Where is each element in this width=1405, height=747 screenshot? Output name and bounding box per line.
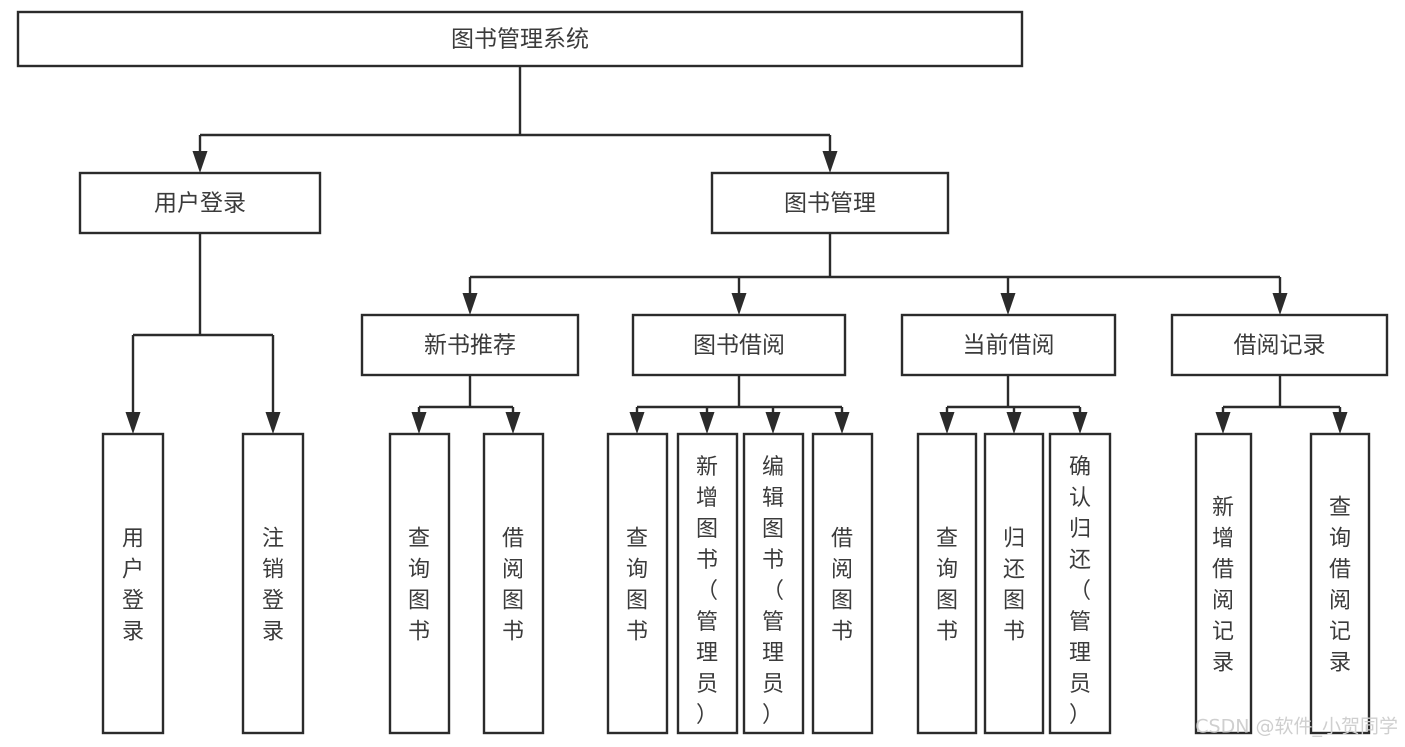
watermark-layer: CSDN @软件_小贺同学 — [1195, 716, 1398, 738]
arrow-head-icon — [411, 412, 427, 434]
node-leaf-user-login[interactable]: 用户登录 — [101, 432, 165, 735]
edges-recommend-to-leaves — [411, 375, 521, 434]
arrow-head-icon — [1332, 412, 1348, 434]
node-label: 借阅图书 — [502, 527, 524, 645]
node-box[interactable] — [101, 432, 165, 735]
arrow-head-icon — [462, 293, 478, 315]
node-label: 新增借阅记录 — [1212, 496, 1234, 676]
node-leaf-edit-book[interactable]: 编辑图书（管理员） — [742, 432, 805, 735]
node-box[interactable] — [811, 432, 874, 735]
node-leaf-query-book-2[interactable]: 查询图书 — [606, 432, 669, 735]
node-leaf-query-book-1[interactable]: 查询图书 — [388, 432, 451, 735]
node-box[interactable] — [710, 171, 950, 235]
node-label: 用户登录 — [122, 527, 144, 645]
node-book-borrow[interactable]: 图书借阅 — [631, 313, 847, 377]
node-box[interactable] — [388, 432, 451, 735]
arrow-head-icon — [265, 412, 281, 434]
node-label: 图书管理系统 — [451, 27, 589, 53]
node-new-book-recommend[interactable]: 新书推荐 — [360, 313, 580, 377]
node-label: 新书推荐 — [424, 333, 516, 359]
node-label: 借阅图书 — [831, 527, 853, 645]
node-box[interactable] — [916, 432, 978, 735]
arrow-head-icon — [1000, 293, 1016, 315]
node-box[interactable] — [1194, 432, 1253, 735]
edges-book-manage-to-level3 — [462, 233, 1288, 315]
arrow-head-icon — [505, 412, 521, 434]
arrow-head-icon — [1072, 412, 1088, 434]
node-label: 确认归还（管理员） — [1069, 455, 1091, 728]
arrow-head-icon — [699, 412, 715, 434]
node-leaf-add-book[interactable]: 新增图书（管理员） — [676, 432, 739, 735]
node-book-manage[interactable]: 图书管理 — [710, 171, 950, 235]
node-label: 查询图书 — [626, 527, 648, 645]
node-leaf-logout[interactable]: 注销登录 — [241, 432, 305, 735]
node-leaf-borrow-book-2[interactable]: 借阅图书 — [811, 432, 874, 735]
edges-borrow-to-leaves — [629, 375, 850, 434]
node-label: 借阅记录 — [1234, 333, 1326, 359]
arrow-head-icon — [731, 293, 747, 315]
node-leaf-query-book-3[interactable]: 查询图书 — [916, 432, 978, 735]
node-label: 查询借阅记录 — [1329, 496, 1351, 676]
node-box[interactable] — [1170, 313, 1389, 377]
node-leaf-query-record[interactable]: 查询借阅记录 — [1309, 432, 1371, 735]
arrow-head-icon — [822, 151, 838, 173]
arrow-head-icon — [765, 412, 781, 434]
node-label: 新增图书（管理员） — [696, 455, 718, 728]
node-box[interactable] — [360, 313, 580, 377]
node-box[interactable] — [742, 432, 805, 735]
node-box[interactable] — [16, 10, 1024, 68]
arrow-head-icon — [192, 151, 208, 173]
node-label: 归还图书 — [1003, 527, 1025, 645]
node-box[interactable] — [241, 432, 305, 735]
edges-user-login-to-leaves — [125, 233, 281, 434]
arrow-head-icon — [125, 412, 141, 434]
node-box[interactable] — [1309, 432, 1371, 735]
arrow-head-icon — [1006, 412, 1022, 434]
node-leaf-borrow-book-1[interactable]: 借阅图书 — [482, 432, 545, 735]
node-label: 注销登录 — [262, 527, 284, 645]
node-leaf-return-book[interactable]: 归还图书 — [983, 432, 1045, 735]
node-root[interactable]: 图书管理系统 — [16, 10, 1024, 68]
node-box[interactable] — [676, 432, 739, 735]
node-layer: 图书管理系统用户登录图书管理新书推荐图书借阅当前借阅借阅记录用户登录注销登录查询… — [16, 10, 1389, 735]
arrow-head-icon — [1215, 412, 1231, 434]
edges-record-to-leaves — [1215, 375, 1348, 434]
arrow-head-icon — [939, 412, 955, 434]
node-leaf-confirm-return[interactable]: 确认归还（管理员） — [1048, 432, 1112, 735]
node-box[interactable] — [631, 313, 847, 377]
edges-current-to-leaves — [939, 375, 1088, 434]
node-box[interactable] — [482, 432, 545, 735]
node-box[interactable] — [983, 432, 1045, 735]
node-current-borrow[interactable]: 当前借阅 — [900, 313, 1117, 377]
node-borrow-record[interactable]: 借阅记录 — [1170, 313, 1389, 377]
node-leaf-add-record[interactable]: 新增借阅记录 — [1194, 432, 1253, 735]
node-box[interactable] — [78, 171, 322, 235]
node-label: 图书借阅 — [693, 333, 785, 359]
node-box[interactable] — [606, 432, 669, 735]
node-user-login[interactable]: 用户登录 — [78, 171, 322, 235]
node-label: 编辑图书（管理员） — [762, 455, 784, 728]
node-label: 当前借阅 — [963, 333, 1055, 359]
node-box[interactable] — [900, 313, 1117, 377]
edges-root-to-level2 — [192, 66, 838, 173]
node-label: 查询图书 — [936, 527, 958, 645]
arrow-head-icon — [629, 412, 645, 434]
node-label: 图书管理 — [784, 191, 876, 217]
arrow-head-icon — [1272, 293, 1288, 315]
edge-layer — [125, 66, 1348, 434]
arrow-head-icon — [834, 412, 850, 434]
node-box[interactable] — [1048, 432, 1112, 735]
node-label: 用户登录 — [154, 191, 246, 217]
node-label: 查询图书 — [408, 527, 430, 645]
csdn-watermark: CSDN @软件_小贺同学 — [1195, 716, 1398, 738]
